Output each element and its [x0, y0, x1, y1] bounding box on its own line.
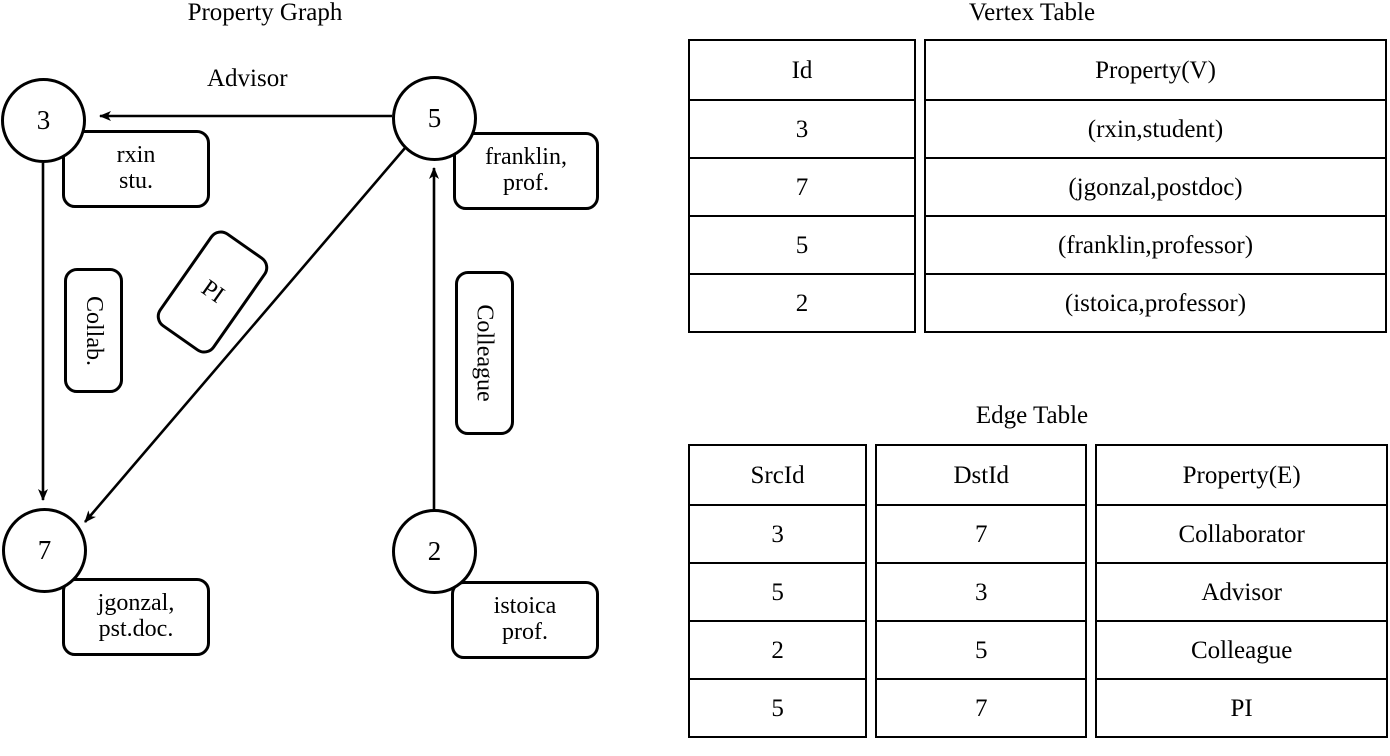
- property-graph-panel: Property Graph Advisor 3 rxin stu. 5 fra…: [0, 0, 680, 756]
- graph-node-5-prop-line-1: franklin,: [485, 144, 567, 171]
- table-cell: Collaborator: [1097, 504, 1387, 562]
- edge-label-collaborator: Collab.: [80, 295, 107, 366]
- graph-node-5-prop-line-2: prof.: [503, 170, 549, 196]
- graph-node-2-prop-line-1: istoica: [493, 593, 557, 620]
- edge-table-header-dstid: DstId: [953, 461, 1010, 489]
- table-cell: 3: [690, 99, 914, 157]
- edge-label-advisor: Advisor: [207, 65, 288, 92]
- edge-label-box-collaborator: Collab.: [64, 268, 123, 393]
- edge-table-col-srcid: SrcId 3 5 2 5: [688, 444, 868, 738]
- table-cell: 3: [690, 504, 866, 562]
- table-cell: (jgonzal,postdoc): [926, 157, 1385, 215]
- graph-node-3[interactable]: 3: [1, 78, 86, 163]
- table-cell: 7: [877, 678, 1086, 736]
- table-cell: (franklin,professor): [926, 215, 1385, 273]
- table-cell: (rxin,student): [926, 99, 1385, 157]
- graph-node-3-prop-line-2: stu.: [118, 168, 153, 194]
- table-cell: 2: [690, 273, 914, 331]
- graph-node-7-prop-line-2: pst.doc.: [98, 616, 174, 642]
- edge-table-header-property: Property(E): [1182, 461, 1301, 489]
- table-cell: 7: [690, 157, 914, 215]
- edge-table-col-property: Property(E) Collaborator Advisor Colleag…: [1095, 444, 1389, 738]
- edge-label-pi: PI: [196, 275, 229, 309]
- vertex-table: Id 3 7 5 2 Property(V) (rxin,student) (j…: [688, 39, 1388, 333]
- edge-label-box-colleague: Colleague: [455, 271, 514, 435]
- table-cell: Colleague: [1097, 620, 1387, 678]
- graph-node-7-prop-line-1: jgonzal,: [97, 590, 175, 617]
- graph-node-7-label: 7: [37, 535, 52, 565]
- edge-table-title: Edge Table: [975, 402, 1089, 429]
- table-cell: 2: [690, 620, 866, 678]
- edge-table: SrcId 3 5 2 5 DstId 7 3 5 7 Property(E) …: [688, 444, 1389, 738]
- vertex-table-header-property: Property(V): [1095, 56, 1216, 84]
- table-cell: 5: [690, 215, 914, 273]
- vertex-table-title: Vertex Table: [968, 0, 1096, 26]
- table-cell: 3: [877, 562, 1086, 620]
- table-cell: (istoica,professor): [926, 273, 1385, 331]
- edge-table-col-dstid: DstId 7 3 5 7: [875, 444, 1088, 738]
- property-graph-title: Property Graph: [187, 0, 343, 26]
- edge-table-section: Edge Table SrcId 3 5 2 5 DstId 7 3 5 7 P…: [688, 403, 1389, 738]
- graph-node-5-label: 5: [427, 103, 442, 133]
- edge-table-header-srcid: SrcId: [750, 461, 805, 489]
- graph-node-7-property-box: jgonzal, pst.doc.: [62, 578, 210, 656]
- table-cell: 5: [877, 620, 1086, 678]
- edge-label-colleague: Colleague: [471, 304, 498, 402]
- graph-node-3-prop-line-1: rxin: [116, 142, 156, 169]
- graph-node-5[interactable]: 5: [392, 76, 477, 161]
- table-cell: PI: [1097, 678, 1387, 736]
- table-cell: 5: [690, 678, 866, 736]
- graph-node-3-property-box: rxin stu.: [62, 130, 210, 208]
- vertex-table-col-property: Property(V) (rxin,student) (jgonzal,post…: [924, 39, 1387, 333]
- vertex-table-col-id: Id 3 7 5 2: [688, 39, 916, 333]
- table-cell: 7: [877, 504, 1086, 562]
- table-cell: 5: [690, 562, 866, 620]
- table-cell: Advisor: [1097, 562, 1387, 620]
- graph-node-3-label: 3: [36, 105, 51, 135]
- vertex-table-section: Vertex Table Id 3 7 5 2 Property(V) (rxi…: [688, 0, 1388, 333]
- vertex-table-header-id: Id: [791, 56, 813, 84]
- graph-node-7[interactable]: 7: [2, 508, 87, 593]
- graph-node-5-property-box: franklin, prof.: [453, 132, 599, 210]
- graph-node-2-label: 2: [427, 536, 442, 566]
- graph-node-2[interactable]: 2: [392, 509, 477, 594]
- graph-node-2-property-box: istoica prof.: [451, 581, 599, 659]
- graph-edges: [38, 111, 439, 523]
- graph-node-2-prop-line-2: prof.: [502, 619, 548, 645]
